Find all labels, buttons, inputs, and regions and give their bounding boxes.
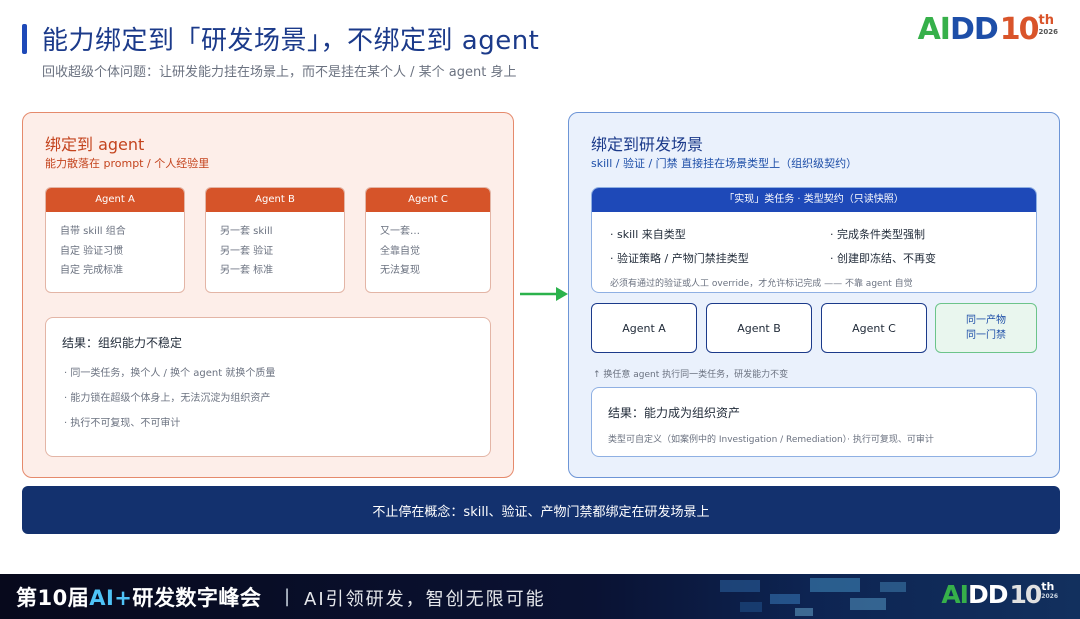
agent-card-c: Agent C 又一套… 全靠自觉 无法复现	[365, 187, 491, 293]
left-panel-agent-binding: 绑定到 agent 能力散落在 prompt / 个人经验里 Agent A 自…	[22, 112, 514, 478]
title-accent-bar	[22, 24, 27, 54]
agent-card-line: 另一套 skill	[220, 226, 273, 237]
footer-separator: |	[284, 586, 291, 607]
conference-prefix: 第10届	[16, 586, 90, 610]
agent-card-line: 另一套 验证	[220, 245, 274, 257]
agent-card-b: Agent B 另一套 skill 另一套 验证 另一套 标准	[205, 187, 345, 293]
footer-logo-th-wrap: th 2026	[1041, 580, 1058, 601]
right-panel-subtitle: skill / 验证 / 门禁 直接挂在场景类型上（组织级契约）	[591, 157, 858, 170]
agent-card-header: Agent C	[366, 188, 490, 212]
agent-card-line: 另一套 标准	[220, 265, 274, 276]
agent-box-c: Agent C	[821, 303, 927, 353]
conference-accent: AI+	[89, 586, 133, 610]
conference-suffix: 研发数字峰会	[132, 586, 262, 610]
logo-th-text: th	[1038, 13, 1054, 28]
logo-ai-text: AI	[917, 12, 951, 47]
left-result-title: 结果：组织能力不稳定	[62, 336, 183, 350]
logo-ten-text: 10	[999, 12, 1040, 47]
right-panel-scene-binding: 绑定到研发场景 skill / 验证 / 门禁 直接挂在场景类型上（组织级契约）…	[568, 112, 1060, 478]
agent-card-line: 全靠自觉	[380, 245, 420, 257]
footer-logo-dd-text: DD	[967, 580, 1009, 609]
aidd-logo: AI DD 10 th 2026	[918, 12, 1058, 47]
right-panel-title: 绑定到研发场景	[591, 135, 704, 154]
left-result-item: · 执行不可复现、不可审计	[64, 418, 181, 429]
footer-logo-th-text: th	[1041, 580, 1055, 593]
logo-year-text: 2026	[1038, 28, 1058, 36]
agent-card-a: Agent A 自带 skill 组合 自定 验证习惯 自定 完成标准	[45, 187, 185, 293]
logo-dd-text: DD	[949, 12, 999, 47]
agent-card-line: 无法复现	[380, 265, 420, 276]
left-panel-subtitle: 能力散落在 prompt / 个人经验里	[45, 157, 210, 170]
contract-note: 必须有通过的验证或人工 override，才允许标记完成 —— 不靠 agent…	[610, 279, 913, 289]
agent-card-line: 自带 skill 组合	[60, 226, 126, 237]
summary-banner: 不止停在概念：skill、验证、产物门禁都绑定在研发场景上	[22, 486, 1060, 534]
footer-aidd-logo: AI DD 10 th 2026	[941, 580, 1058, 609]
page-subtitle: 回收超级个体问题：让研发能力挂在场景上，而不是挂在某个人 / 某个 agent …	[42, 65, 517, 80]
swap-agent-note: ↑ 换任意 agent 执行同一类任务，研发能力不变	[593, 370, 789, 380]
footer-logo-ai-text: AI	[941, 580, 969, 609]
agent-card-line: 自定 完成标准	[60, 265, 124, 276]
contract-item: · 完成条件类型强制	[830, 228, 925, 241]
right-result-title: 结果：能力成为组织资产	[608, 406, 741, 420]
agent-card-header: Agent B	[206, 188, 344, 212]
left-result-item: · 同一类任务，换个人 / 换个 agent 就换个质量	[64, 368, 276, 379]
logo-th-wrap: th 2026	[1039, 14, 1058, 37]
contract-item: · 验证策略 / 产物门禁挂类型	[610, 252, 749, 265]
right-result-box: 结果：能力成为组织资产 类型可自定义（如案例中的 Investigation /…	[591, 387, 1037, 457]
agent-card-header: Agent A	[46, 188, 184, 212]
left-result-item: · 能力锁在超级个体身上，无法沉淀为组织资产	[64, 393, 271, 404]
type-contract-header: 「实现」类任务 · 类型契约（只读快照）	[592, 188, 1036, 212]
left-panel-title: 绑定到 agent	[45, 135, 145, 154]
conference-footer: 第10届AI+研发数字峰会 | AI引领研发，智创无限可能 AI DD 10 t…	[0, 574, 1080, 619]
footer-logo-ten-text: 10	[1009, 580, 1043, 609]
agent-card-line: 自定 验证习惯	[60, 245, 124, 257]
conference-slogan: AI引领研发，智创无限可能	[304, 589, 546, 610]
agent-card-line: 又一套…	[380, 226, 420, 237]
right-arrow-icon	[520, 287, 568, 301]
page-title: 能力绑定到「研发场景」，不绑定到 agent	[42, 26, 540, 56]
same-output-gate-box: 同一产物 同一门禁	[935, 303, 1037, 353]
conference-name: 第10届AI+研发数字峰会	[16, 582, 261, 612]
same-output-label: 同一产物	[966, 315, 1006, 326]
contract-item: · skill 来自类型	[610, 228, 686, 241]
tech-decoration-graphic	[720, 578, 906, 616]
left-result-box: 结果：组织能力不稳定 · 同一类任务，换个人 / 换个 agent 就换个质量 …	[45, 317, 491, 457]
same-gate-label: 同一门禁	[966, 330, 1006, 341]
contract-item: · 创建即冻结、不再变	[830, 252, 936, 265]
right-result-desc: 类型可自定义（如案例中的 Investigation / Remediation…	[608, 435, 934, 445]
agent-box-a: Agent A	[591, 303, 697, 353]
footer-logo-year-text: 2026	[1041, 593, 1058, 600]
agent-box-b: Agent B	[706, 303, 812, 353]
type-contract-box: 「实现」类任务 · 类型契约（只读快照） · skill 来自类型 · 完成条件…	[591, 187, 1037, 293]
